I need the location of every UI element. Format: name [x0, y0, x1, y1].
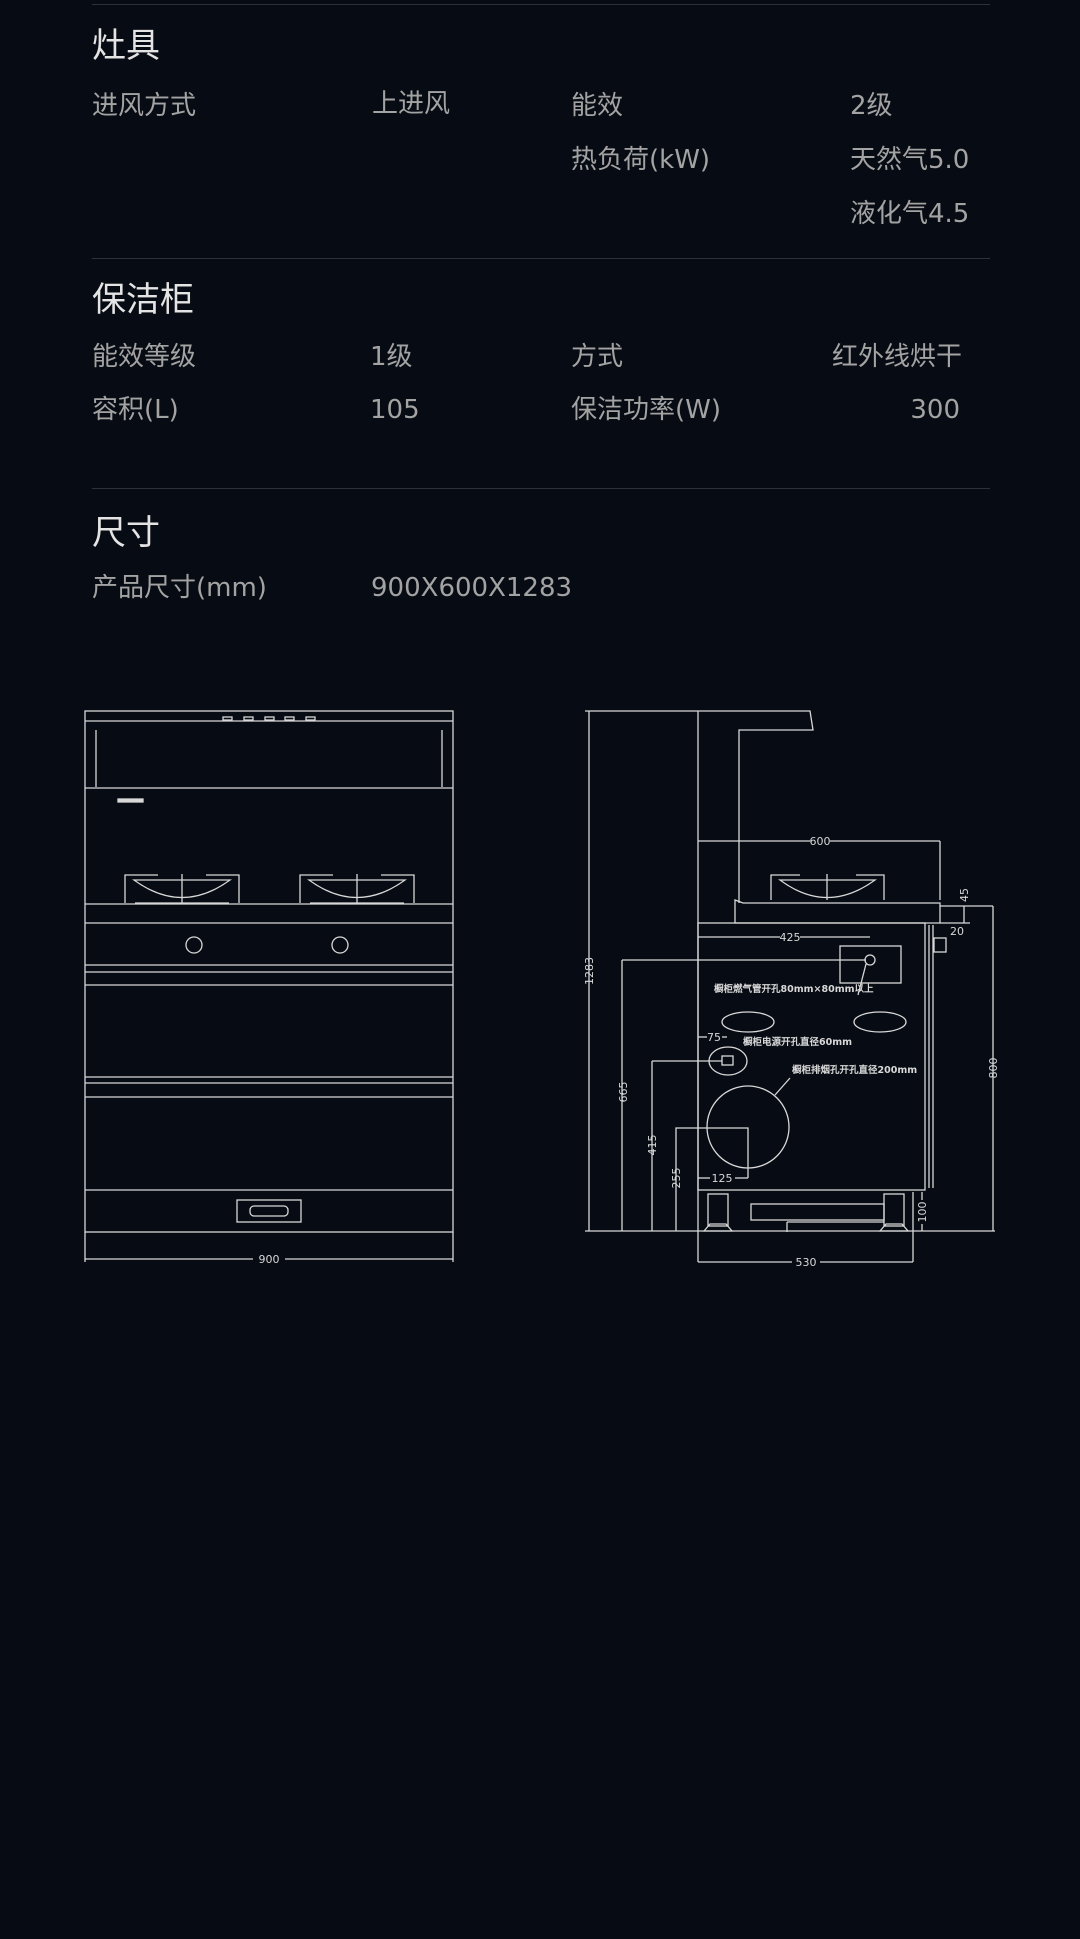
section-title-cabinet: 保洁柜: [92, 280, 194, 320]
dim-665: 665: [617, 1082, 630, 1103]
top-dim: 45: [958, 888, 971, 902]
spec-label: 产品尺寸(mm): [92, 573, 267, 603]
section-title-stove: 灶具: [92, 26, 160, 66]
spec-value: 液化气4.5: [850, 199, 970, 229]
spec-label: 保洁功率(W): [571, 395, 721, 425]
spec-label: 能效: [571, 91, 624, 121]
section-title-size: 尺寸: [92, 513, 160, 553]
side-view-drawing: 1283 600 45 20 800 425 橱柜燃气管开孔80mm×80mm以…: [583, 710, 1000, 1269]
burner-left: [124, 874, 240, 904]
knob-left: [185, 936, 203, 954]
dim-530: 530: [796, 1256, 817, 1269]
dim-425: 425: [780, 931, 801, 944]
depth-dim: 600: [810, 835, 831, 848]
front-view-drawing: 900: [84, 710, 454, 1266]
dim-415: 415: [646, 1135, 659, 1156]
dim-255: 255: [670, 1168, 683, 1189]
spec-label: 能效等级: [92, 342, 197, 372]
spec-value: 900X600X1283: [371, 573, 573, 603]
divider-top: [92, 4, 990, 5]
spec-label: 热负荷(kW): [571, 145, 711, 175]
leg-left: [702, 1193, 734, 1232]
spec-value: 上进风: [372, 89, 451, 119]
burner-right: [299, 874, 415, 904]
front-width-dim: 900: [259, 1253, 280, 1266]
spec-value: 300: [910, 395, 960, 425]
knob-right: [331, 936, 349, 954]
spec-label: 方式: [571, 342, 624, 372]
burner-side: [770, 874, 885, 900]
spec-value: 1级: [370, 342, 413, 372]
note-exhaust-hole: 橱柜排烟孔开孔直径200mm: [792, 1064, 917, 1076]
divider: [92, 258, 990, 259]
drawer-handle: [236, 1199, 302, 1223]
brand-logo: [117, 798, 144, 803]
dim-100: 100: [916, 1202, 929, 1223]
spec-label: 容积(L): [92, 395, 179, 425]
note-power-hole: 橱柜电源开孔直径60mm: [743, 1036, 852, 1048]
spec-value: 2级: [850, 91, 893, 121]
divider: [92, 488, 990, 489]
height-dim: 1283: [583, 957, 596, 985]
spec-value: 天然气5.0: [850, 145, 970, 175]
counter-dim: 800: [987, 1058, 1000, 1079]
dim-75: 75: [707, 1031, 721, 1044]
spec-value: 105: [370, 395, 420, 425]
gap-dim: 20: [950, 925, 964, 938]
control-buttons: [222, 716, 316, 721]
spec-value: 红外线烘干: [831, 342, 962, 372]
dim-125: 125: [712, 1172, 733, 1185]
note-gas-hole: 橱柜燃气管开孔80mm×80mm以上: [714, 983, 874, 995]
spec-label: 进风方式: [92, 91, 197, 121]
